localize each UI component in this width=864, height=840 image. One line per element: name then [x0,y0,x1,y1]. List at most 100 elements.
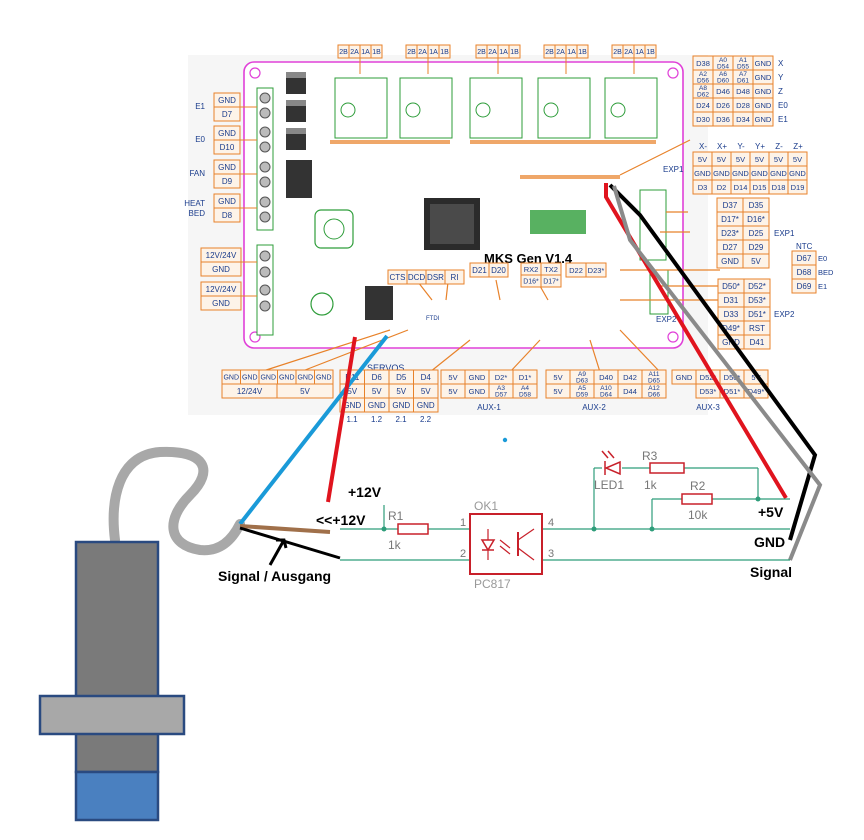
svg-text:D52*: D52* [748,282,766,291]
endstop-pin: D46 [712,83,734,99]
ntc-label: BED [818,268,834,277]
limit-pin: GND [749,165,770,181]
svg-text:GND: GND [469,373,486,382]
exp2-pin: D33 [717,306,745,322]
exp1-pin: D29 [742,239,770,255]
svg-text:D30: D30 [696,115,710,124]
mosfets [286,72,312,198]
svg-text:2B: 2B [407,49,416,56]
endstop-pin: D26 [712,97,734,113]
r3-value: 1k [644,478,658,492]
ntc-label: E1 [818,282,827,291]
svg-text:A8: A8 [699,85,707,92]
svg-text:GND: GND [343,401,361,410]
wire-black-gnd [608,183,818,541]
svg-text:1B: 1B [646,49,655,56]
exp2-pin: D50* [717,278,745,294]
svg-text:D61: D61 [737,78,749,85]
svg-text:5V: 5V [717,155,726,164]
svg-text:GND: GND [368,401,386,410]
svg-text:D40: D40 [599,373,613,382]
svg-text:12V/24V: 12V/24V [206,251,237,260]
svg-text:D16*: D16* [747,215,765,224]
mount-hole [667,331,679,343]
svg-text:A7: A7 [739,71,747,78]
power-bottom-pin: GND [258,369,278,385]
endstop-pin: D34 [732,111,754,127]
junction [755,496,761,502]
exp1-pin: D25 [742,225,770,241]
exp1-pin: D37 [716,197,744,213]
exp1-pin: GND [716,253,744,269]
left-pin: GND [213,159,241,175]
serial-pin: D17* [540,274,562,288]
motor-pin: 1A [633,44,646,59]
servo-pin: 5V [364,383,390,399]
wire-blue [238,334,389,526]
aux2-pin: D40 [593,369,619,385]
svg-text:A12: A12 [648,385,660,392]
svg-text:D49*: D49* [722,324,740,333]
svg-text:2A: 2A [418,49,427,56]
svg-text:GND: GND [755,101,772,110]
svg-text:D28: D28 [736,101,750,110]
ftdi-pin: CTS [387,269,408,285]
ok1-pin-4: 4 [548,517,554,529]
svg-text:D6: D6 [372,373,383,382]
svg-text:D1*: D1* [519,373,532,382]
exp1-label: EXP1 [663,165,684,174]
aux1-pin: D2* [488,369,514,385]
svg-text:2A: 2A [624,49,633,56]
schematic: OK1 PC817 1 2 3 4 R1 1k R3 1k R2 10k LED… [218,449,792,591]
inductive-sensor [38,446,245,822]
svg-text:1A: 1A [361,49,370,56]
mount-hole [249,331,261,343]
svg-text:D51*: D51* [724,387,741,396]
exp1-pin: 5V [742,253,770,269]
svg-text:GND: GND [242,375,258,382]
motor-pin: 2A [416,44,429,59]
aux2-pin: D44 [617,383,643,399]
left-pin: D8 [213,207,241,223]
svg-text:GND: GND [721,257,739,266]
svg-text:2B: 2B [613,49,622,56]
ok1-label: OK1 [474,499,498,513]
svg-text:GND: GND [218,197,236,206]
i2c-pin: D20 [488,262,509,278]
svg-text:D52*: D52* [700,373,717,382]
limit-pin: GND [768,165,789,181]
limit-pin: D19 [787,179,808,195]
svg-text:D44: D44 [623,387,637,396]
aux2-pin: 5V [545,383,571,399]
svg-text:D59: D59 [576,392,588,399]
motor-pin: 1A [565,44,578,59]
svg-text:D2*: D2* [495,373,508,382]
svg-text:5V: 5V [553,373,562,382]
ntc-pin: D67 [791,250,817,266]
regulator [314,209,354,249]
svg-text:5V: 5V [372,387,382,396]
svg-text:1B: 1B [510,49,519,56]
resistor-r2 [681,493,713,505]
ntc-pin: D69 [791,278,817,294]
servo-label: 2.2 [420,415,432,424]
endstop-pin: GND [752,111,774,127]
wire-gray-signal [612,185,823,561]
r2-value: 10k [688,508,708,522]
svg-text:D15: D15 [753,183,767,192]
power-pin: GND [200,295,242,311]
left-pin: GND [213,92,241,108]
limit-header: Y- [737,142,745,151]
motor-pin: 2A [348,44,361,59]
plus12v-label: +12V [348,484,382,500]
r1-value: 1k [388,538,402,552]
limit-pin: 5V [749,151,770,167]
svg-text:D56: D56 [697,78,709,85]
